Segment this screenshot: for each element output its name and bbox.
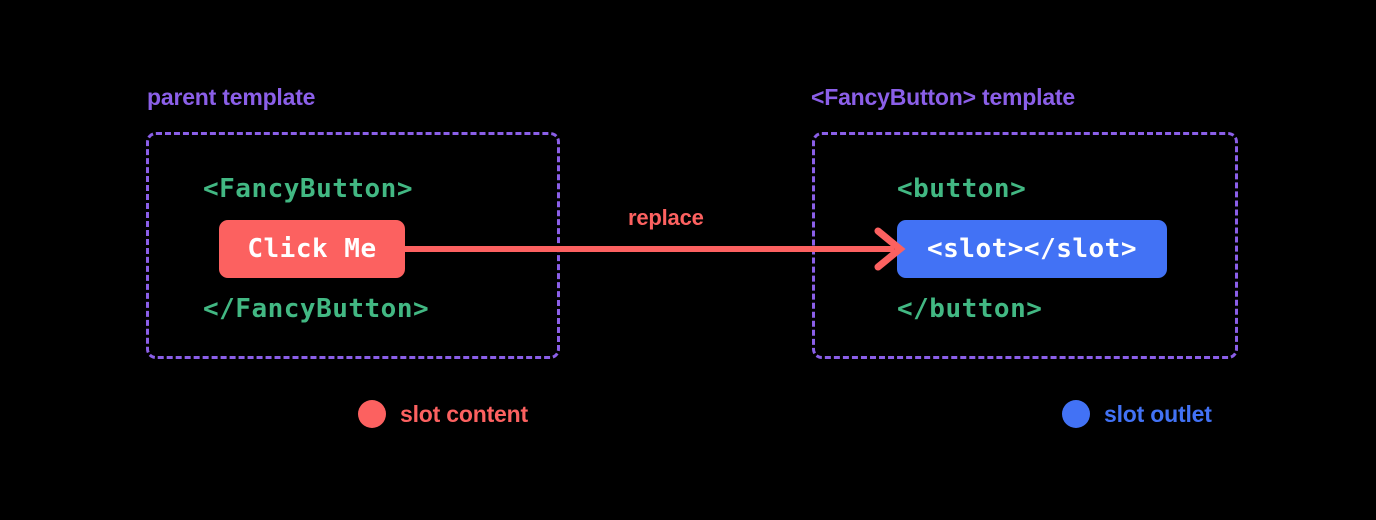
legend-label-slot-outlet: slot outlet — [1104, 400, 1212, 427]
fancybutton-template-caption: <FancyButton> template — [811, 84, 1075, 110]
fancybutton-template-box — [812, 132, 1238, 359]
legend-item-slot-outlet: slot outlet — [1062, 400, 1212, 428]
parent-code-open-tag: <FancyButton> — [203, 174, 413, 204]
parent-template-caption: parent template — [147, 84, 316, 110]
slot-content-chip[interactable]: Click Me — [219, 220, 405, 278]
parent-code-close-tag: </FancyButton> — [203, 294, 430, 324]
legend-label-slot-content: slot content — [400, 400, 528, 427]
red-circle-icon — [358, 400, 386, 428]
parent-template-box — [146, 132, 560, 359]
legend-item-slot-content: slot content — [358, 400, 528, 428]
slot-outlet-chip[interactable]: <slot></slot> — [897, 220, 1167, 278]
replace-arrow-label: replace — [628, 205, 704, 230]
fancybutton-code-close-tag: </button> — [897, 294, 1043, 324]
blue-circle-icon — [1062, 400, 1090, 428]
fancybutton-code-open-tag: <button> — [897, 174, 1027, 204]
